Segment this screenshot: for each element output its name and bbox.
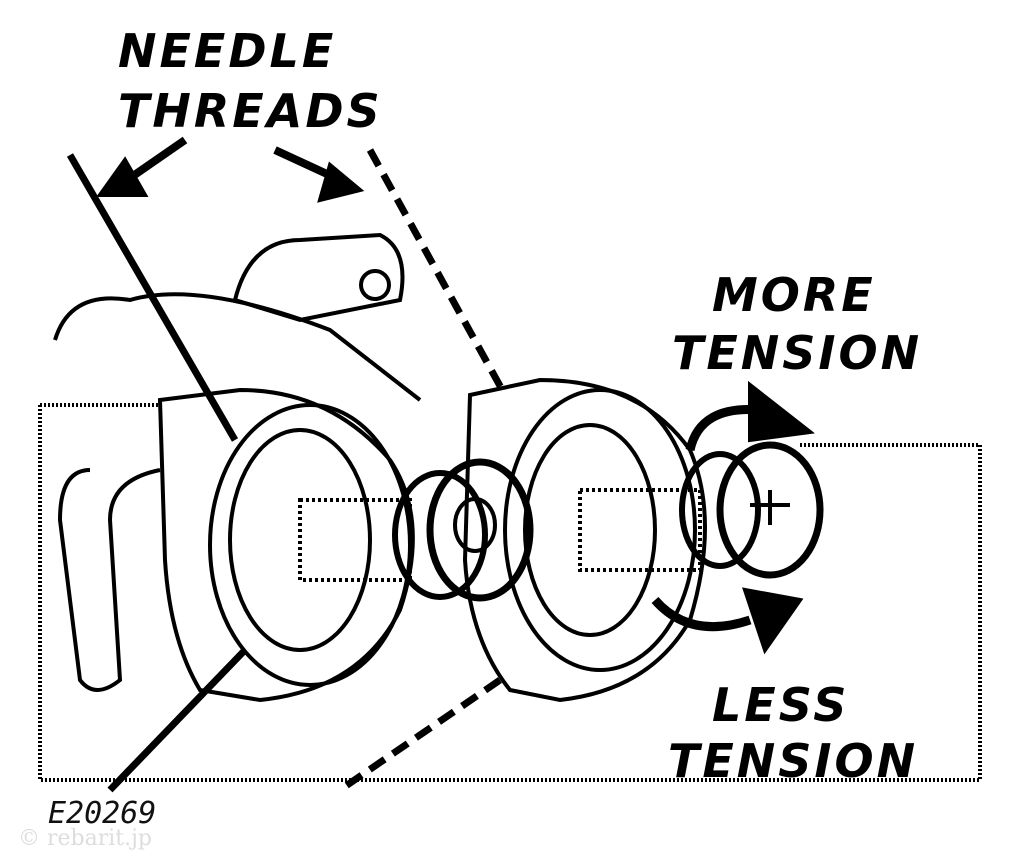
less-tension-label-line2: TENSION [668, 734, 919, 788]
needle-threads-label-line2: THREADS [118, 84, 383, 138]
watermark: © rebarit.jp [18, 826, 153, 851]
right-tension-knob [679, 451, 761, 569]
more-tension-label-line2: TENSION [672, 326, 923, 380]
bracket [232, 232, 405, 323]
figure-code: E20269 [48, 796, 157, 831]
machine-body [38, 403, 982, 782]
less-tension-label-line1: LESS [712, 678, 850, 732]
needle-threads-label-line1: NEEDLE [118, 24, 337, 78]
dashed-needle-thread [338, 148, 509, 793]
right-tension-plate [462, 377, 707, 703]
solid-needle-thread [66, 153, 248, 793]
more-tension-label-line1: MORE [712, 268, 876, 322]
less-tension-arrow [651, 596, 752, 632]
left-tension-knob [392, 470, 488, 600]
